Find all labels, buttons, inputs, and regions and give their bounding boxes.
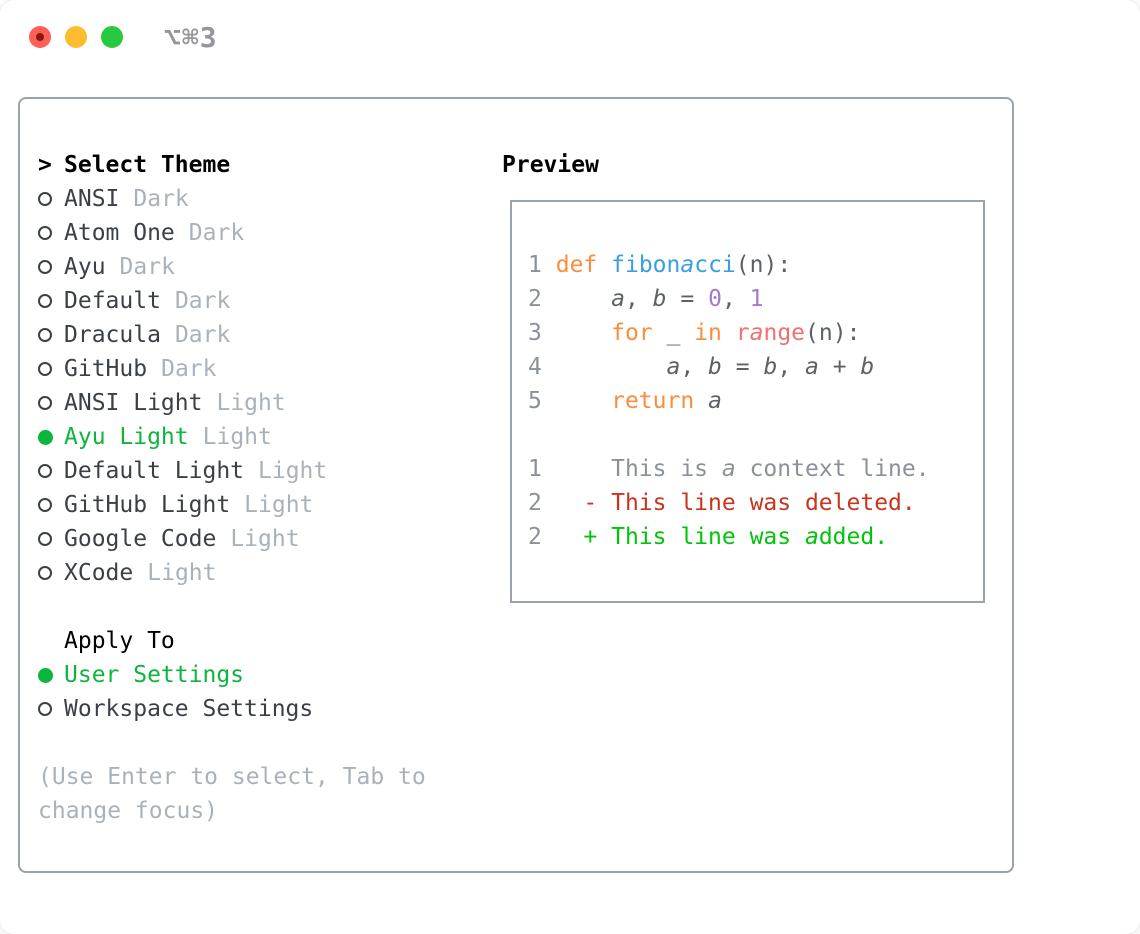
theme-list-title: Select Theme [64, 152, 231, 178]
option-label: User Settings [64, 662, 245, 688]
help-text-line-1: (Use Enter to select, Tab to [38, 764, 426, 790]
option-label: Default Light [64, 458, 245, 484]
line-number: 2 [528, 490, 542, 516]
line-number: 1 [528, 252, 542, 278]
zoom-window-button[interactable] [101, 26, 123, 48]
theme-variant-label: Light [202, 424, 272, 450]
theme-variant-label: Dark [161, 356, 217, 382]
theme-variant-label: Dark [174, 322, 231, 348]
theme-option[interactable]: ANSI Dark [38, 182, 426, 216]
option-label: Atom One [64, 220, 175, 246]
radio-icon [38, 566, 64, 580]
code-line: 1 This is a context line. [528, 456, 930, 482]
theme-option[interactable]: Ayu Light Light [38, 420, 426, 454]
line-number: 5 [528, 388, 542, 414]
theme-option[interactable]: Default Dark [38, 284, 426, 318]
apply-to-option[interactable]: User Settings [38, 658, 426, 692]
radio-icon [38, 260, 64, 274]
radio-selected-icon [38, 667, 64, 683]
theme-variant-label: Dark [174, 288, 231, 314]
radio-selected-icon [38, 429, 64, 445]
code-line: 3 for _ in range(n): [528, 320, 861, 346]
theme-variant-label: Light [216, 390, 286, 416]
option-label: GitHub [64, 356, 148, 382]
option-label: Default [64, 288, 161, 314]
window-title: ⌥⌘3 [164, 21, 218, 54]
radio-icon [38, 532, 64, 546]
code-line: 4 a, b = b, a + b [528, 354, 875, 380]
theme-variant-label: Light [258, 458, 328, 484]
radio-icon [38, 226, 64, 240]
theme-option[interactable]: Google Code Light [38, 522, 426, 556]
option-label: GitHub Light [64, 492, 231, 518]
theme-option[interactable]: Atom One Dark [38, 216, 426, 250]
title-bar: ⌥⌘3 [0, 0, 1140, 70]
option-label: XCode [64, 560, 134, 586]
theme-variant-label: Light [244, 492, 314, 518]
theme-option[interactable]: XCode Light [38, 556, 426, 590]
theme-option[interactable]: Dracula Dark [38, 318, 426, 352]
theme-option[interactable]: ANSI Light Light [38, 386, 426, 420]
selection-prompt-icon: > [38, 152, 52, 178]
close-window-button[interactable] [29, 26, 51, 48]
line-number: 2 [528, 524, 542, 550]
preview-code: 1 def fibonacci(n): 2 a, b = 0, 1 3 for _ … [510, 200, 985, 603]
code-blank-line [528, 418, 983, 452]
code-line: 1 def fibonacci(n): [528, 252, 792, 278]
theme-option[interactable]: GitHub Dark [38, 352, 426, 386]
apply-to-title: Apply To [64, 628, 175, 654]
theme-variant-label: Light [147, 560, 217, 586]
apply-to-option[interactable]: Workspace Settings [38, 692, 426, 726]
code-line: 2 - This line was deleted. [528, 490, 916, 516]
radio-icon [38, 362, 64, 376]
spacer [38, 590, 426, 624]
line-number: 3 [528, 320, 542, 346]
option-label: Workspace Settings [64, 696, 314, 722]
option-label: ANSI [64, 186, 120, 212]
theme-list-header-row: > Select Theme [38, 148, 426, 182]
line-number: 1 [528, 456, 542, 482]
option-label: Ayu Light [64, 424, 189, 450]
radio-icon [38, 192, 64, 206]
radio-icon [38, 498, 64, 512]
apply-to-header-row: Apply To [38, 624, 426, 658]
option-label: Dracula [64, 322, 161, 348]
code-line: 2 + This line was added. [528, 524, 889, 550]
radio-icon [38, 328, 64, 342]
option-label: Ayu [64, 254, 106, 280]
theme-variant-label: Light [230, 526, 300, 552]
code-line: 2 a, b = 0, 1 [528, 286, 764, 312]
line-number: 2 [528, 286, 542, 312]
theme-option[interactable]: Ayu Dark [38, 250, 426, 284]
minimize-window-button[interactable] [65, 26, 87, 48]
radio-icon [38, 464, 64, 478]
radio-icon [38, 294, 64, 308]
radio-icon [38, 702, 64, 716]
option-label: Google Code [64, 526, 217, 552]
radio-icon [38, 396, 64, 410]
theme-variant-label: Dark [133, 186, 189, 212]
option-label: ANSI Light [64, 390, 203, 416]
help-text-line-2: change focus) [38, 798, 219, 824]
theme-option[interactable]: GitHub Light Light [38, 488, 426, 522]
code-line: 5 return a [528, 388, 722, 414]
line-number: 4 [528, 354, 542, 380]
theme-option[interactable]: Default Light Light [38, 454, 426, 488]
theme-variant-label: Dark [119, 254, 175, 280]
preview-title: Preview [502, 152, 599, 178]
spacer [38, 726, 426, 760]
theme-variant-label: Dark [188, 220, 245, 246]
